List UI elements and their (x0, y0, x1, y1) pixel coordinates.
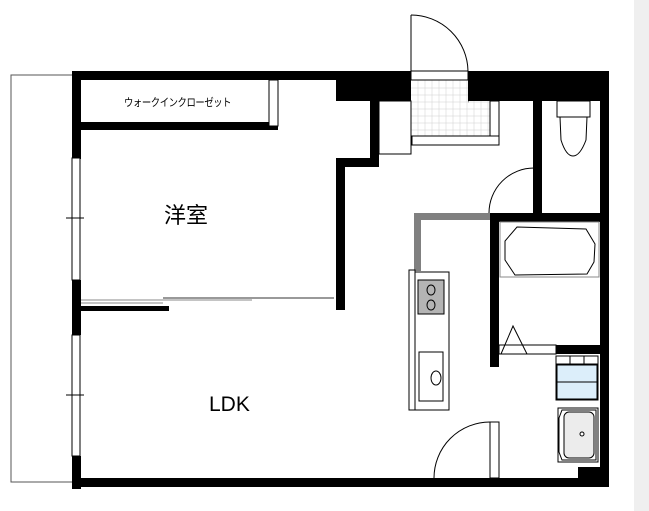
bath-left-wall (490, 213, 499, 367)
washroom-door-area (433, 421, 500, 479)
walk-in-closet (81, 79, 279, 130)
stove-icon (417, 279, 445, 315)
washroom-divider (498, 324, 600, 355)
toilet-door[interactable] (488, 167, 535, 214)
toilet-icon (556, 100, 591, 157)
entrance (378, 14, 500, 155)
room-label-walk-in-closet: ウォークインクローゼット (124, 96, 232, 109)
outer-walls (72, 71, 609, 489)
bathroom-top-wall (490, 213, 609, 222)
windows-left (66, 157, 84, 457)
washroom-door[interactable] (433, 421, 491, 479)
inner-wall-western (336, 101, 379, 310)
room-label-ldk: LDK (209, 393, 250, 416)
sliding-partition (81, 297, 334, 311)
sink-icon (418, 351, 444, 402)
room-label-western-room: 洋室 (164, 204, 209, 229)
bathroom-door[interactable] (500, 324, 528, 355)
toilet-room (488, 100, 591, 214)
washing-machine-icon (555, 355, 599, 401)
kitchen-partition (414, 213, 490, 271)
front-door[interactable] (410, 14, 469, 72)
page-margin-strip (634, 0, 649, 511)
kitchen-counter (408, 269, 450, 411)
bathtub-icon (499, 221, 600, 278)
washbasin-icon (557, 407, 599, 463)
balcony (10, 74, 72, 483)
